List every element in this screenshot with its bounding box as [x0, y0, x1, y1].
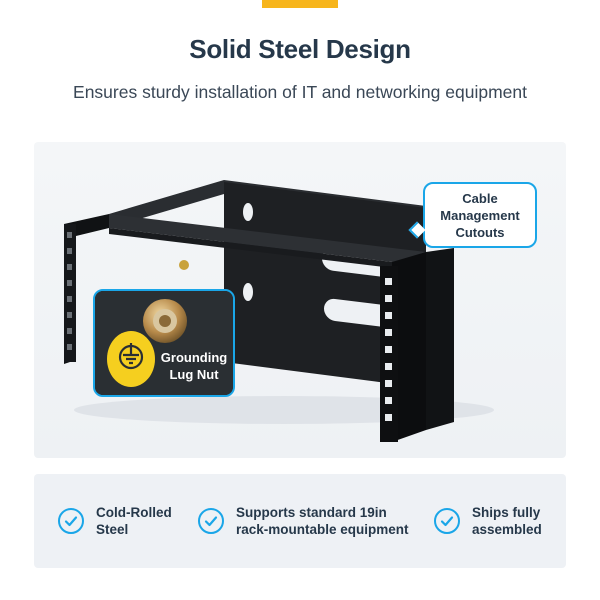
feature-2-line-1: Supports standard 19in — [236, 505, 387, 520]
feature-3-line-2: assembled — [472, 522, 542, 537]
rail-hole — [385, 380, 392, 387]
lug-label-line-2: Lug Nut — [169, 367, 219, 382]
rail-hole — [67, 312, 72, 318]
feature-2-line-2: rack-mountable equipment — [236, 522, 409, 537]
feature-1-line-2: Steel — [96, 522, 129, 537]
rail-hole — [385, 346, 392, 353]
feature-list: Cold-Rolled Steel Supports standard 19in… — [34, 474, 566, 568]
cable-callout-line-3: Cutouts — [455, 225, 505, 240]
rail-hole — [385, 329, 392, 336]
lug-label-line-1: Grounding — [160, 350, 228, 365]
rail-hole — [385, 414, 392, 421]
page-title: Solid Steel Design — [189, 34, 411, 64]
top-accent-bar — [262, 0, 338, 8]
feature-text: Ships fully assembled — [472, 504, 542, 538]
rail-hole — [385, 295, 392, 302]
feature-item: Ships fully assembled — [434, 474, 542, 568]
rail-hole — [67, 344, 72, 350]
check-circle-icon — [198, 508, 224, 534]
feature-item: Cold-Rolled Steel — [58, 474, 172, 568]
cable-callout-line-2: Management — [440, 208, 520, 223]
rail-hole — [67, 280, 72, 286]
rail-hole — [67, 232, 72, 238]
check-circle-icon — [434, 508, 460, 534]
feature-text: Supports standard 19in rack-mountable eq… — [236, 504, 409, 538]
grounding-lug-callout: Grounding Lug Nut — [93, 289, 235, 397]
rail-hole — [385, 312, 392, 319]
rail-hole — [385, 397, 392, 404]
rail-hole — [67, 248, 72, 254]
cable-management-callout: Cable Management Cutouts — [423, 182, 537, 248]
feature-text: Cold-Rolled Steel — [96, 504, 172, 538]
feature-item: Supports standard 19in rack-mountable eq… — [198, 474, 409, 568]
rail-hole — [385, 363, 392, 370]
rail-hole — [67, 264, 72, 270]
feature-3-line-1: Ships fully — [472, 505, 541, 520]
check-circle-icon — [58, 508, 84, 534]
rail-hole — [67, 328, 72, 334]
rail-hole — [385, 278, 392, 285]
grounding-lug-photo — [95, 291, 233, 395]
cable-callout-line-1: Cable — [462, 191, 498, 206]
grounding-lug-label: Grounding Lug Nut — [149, 349, 233, 383]
rail-hole — [67, 296, 72, 302]
rail-holes — [67, 232, 392, 421]
page-subtitle: Ensures sturdy installation of IT and ne… — [73, 82, 527, 102]
feature-1-line-1: Cold-Rolled — [96, 505, 172, 520]
